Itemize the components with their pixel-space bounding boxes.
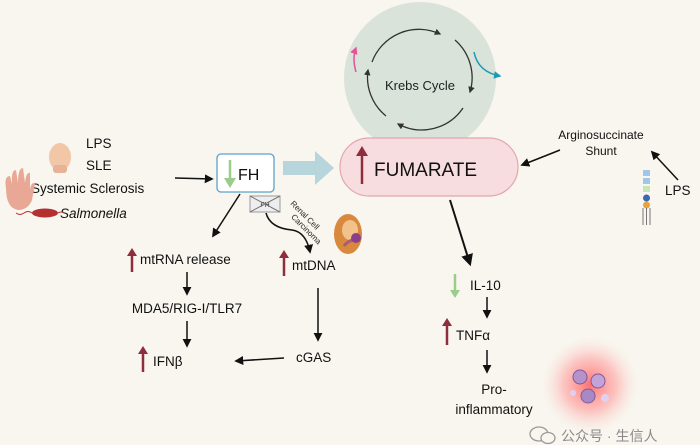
face-icon	[49, 143, 71, 173]
proinflammatory-line1: Pro-	[481, 382, 507, 397]
krebs-cycle: Krebs Cycle	[344, 2, 502, 154]
arrow-fh-to-mtdna	[265, 212, 313, 254]
shunt-lps: LPS	[665, 183, 691, 198]
hand-icon	[5, 168, 35, 210]
lps-molecule-icon	[642, 170, 651, 225]
flow-arrow	[283, 151, 334, 185]
tnf-alpha: TNFα	[456, 328, 490, 343]
up-arrow-icon	[127, 248, 137, 272]
shunt-label-line2: Shunt	[585, 144, 617, 158]
fumarate-node: FUMARATE	[339, 137, 519, 197]
up-arrow-icon	[442, 318, 452, 345]
down-arrow-icon	[450, 274, 460, 298]
trigger-lps: LPS	[86, 136, 112, 151]
il10-label: IL-10	[470, 278, 501, 293]
wechat-icon	[529, 426, 556, 445]
trigger-salmonella: Salmonella	[60, 206, 127, 221]
mutant-fh-node: FH	[249, 195, 281, 213]
arrow-triggers-to-fh	[174, 174, 214, 184]
mtrna-release: mtRNA release	[140, 252, 231, 267]
krebs-cycle-label: Krebs Cycle	[385, 78, 455, 93]
sensors-label: MDA5/RIG-I/TLR7	[132, 301, 242, 316]
trigger-systemic-sclerosis: Systemic Sclerosis	[31, 181, 145, 196]
watermark: 公众号 · 生信人	[529, 426, 657, 445]
proinflammatory-line2: inflammatory	[455, 402, 533, 417]
trigger-sle: SLE	[86, 158, 112, 173]
fh-label: FH	[238, 167, 259, 184]
up-arrow-icon	[138, 346, 148, 372]
bacteria-icon	[15, 208, 65, 218]
up-arrow-icon	[356, 146, 368, 184]
fh-node: FH	[216, 153, 275, 193]
fumarate-label: FUMARATE	[374, 160, 477, 181]
cgas-label: cGAS	[296, 350, 331, 365]
watermark-text: 公众号 · 生信人	[561, 428, 657, 444]
inflamed-cells-icon	[542, 337, 638, 433]
arrow-fh-to-mtrna	[212, 193, 241, 238]
shunt-label-line1: Arginosuccinate	[558, 128, 644, 142]
arrow-fumarate-to-il10	[449, 199, 473, 267]
arrow-lps-to-shunt	[650, 150, 679, 181]
ifn-beta: IFNβ	[153, 354, 183, 369]
renal-cell-carcinoma: Renal Cell Carcinoma	[289, 199, 362, 254]
down-arrow-icon	[224, 160, 236, 188]
arrow-shunt-to-fumarate	[520, 149, 561, 167]
arrow-cgas-to-ifn	[234, 356, 285, 366]
kidney-icon	[334, 214, 362, 254]
mtdna-label: mtDNA	[292, 258, 336, 273]
mutant-fh-label: FH	[260, 202, 269, 209]
up-arrow-icon	[279, 250, 289, 276]
